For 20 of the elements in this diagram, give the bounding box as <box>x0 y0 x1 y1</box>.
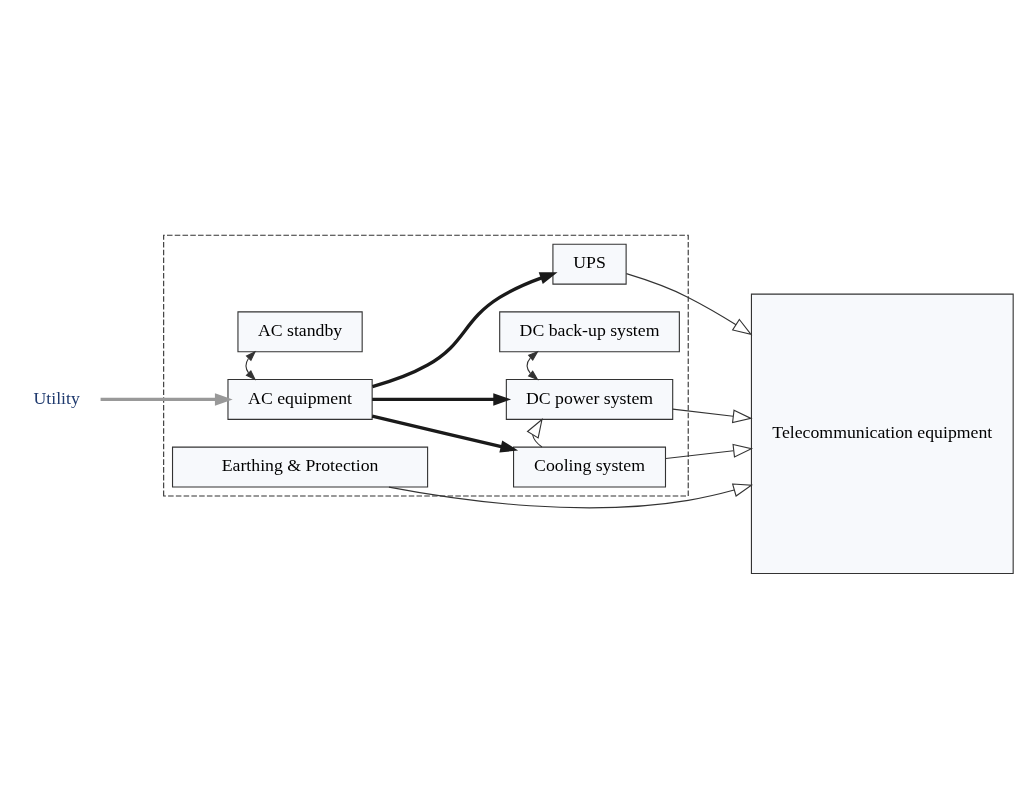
node-box: DC power system <box>505 378 674 420</box>
arrow <box>372 392 512 406</box>
arrow <box>526 417 543 448</box>
arrow <box>245 350 257 381</box>
node-box: AC standby <box>237 310 363 352</box>
node-box: UPS <box>552 243 627 285</box>
node-box: Earthing & Protection <box>171 446 429 488</box>
cluster <box>163 234 689 496</box>
arrow <box>665 443 754 459</box>
arrow <box>372 271 558 388</box>
arrow <box>672 408 753 423</box>
arrow <box>625 272 753 335</box>
node-box: DC back-up system <box>499 310 680 352</box>
arrow <box>371 414 519 453</box>
node-text: Utility <box>33 387 80 408</box>
node-box: Cooling system <box>513 446 667 488</box>
node-box: AC equipment <box>227 378 373 420</box>
arrow <box>100 392 233 406</box>
node-box: Telecommunication equipment <box>750 293 1014 574</box>
arrow <box>526 350 539 380</box>
